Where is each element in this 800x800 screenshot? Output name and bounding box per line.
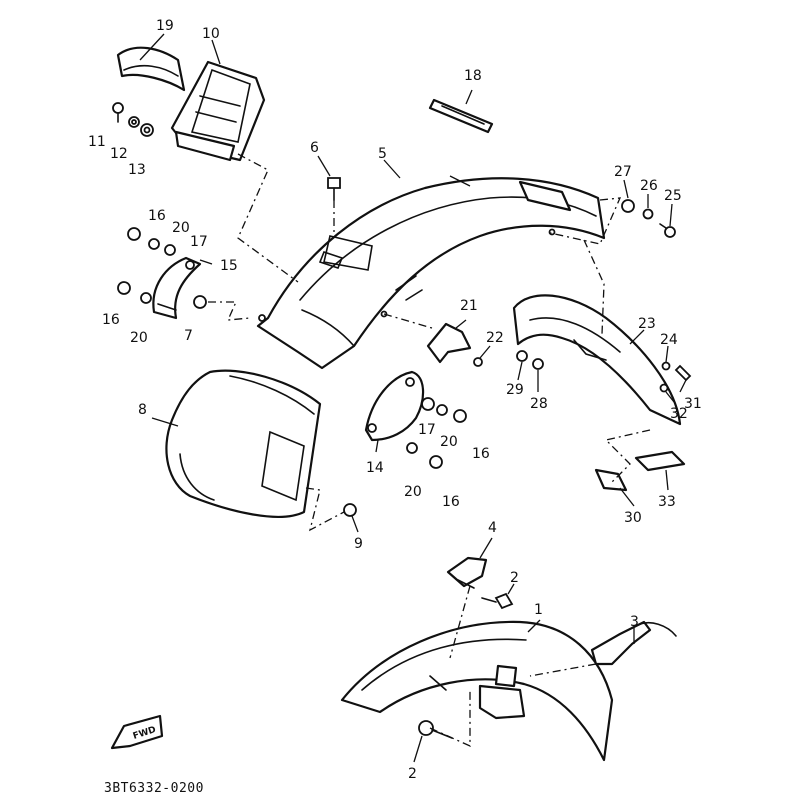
part-1-front-fender <box>340 620 614 762</box>
part-25-screw <box>659 223 676 238</box>
part-16-bolt-lower <box>429 455 443 469</box>
callout-18: 18 <box>464 68 482 84</box>
callout-11: 11 <box>88 134 106 150</box>
callout-5: 5 <box>378 146 387 162</box>
fwd-arrow-icon: FWD <box>110 714 164 750</box>
part-23-fender-stay <box>512 294 682 426</box>
callout-16-b: 16 <box>102 312 120 328</box>
callout-9: 9 <box>354 536 363 552</box>
callout-1: 1 <box>534 602 543 618</box>
callout-23: 23 <box>638 316 656 332</box>
callout-20-b: 20 <box>130 330 148 346</box>
callout-16-a: 16 <box>148 208 166 224</box>
part-2-bolt-upper <box>481 592 514 610</box>
part-6-bolt <box>327 177 341 201</box>
callout-16-c: 16 <box>472 446 490 462</box>
part-17-collar-upper <box>164 244 176 256</box>
part-21-bracket <box>426 322 472 364</box>
callout-12: 12 <box>110 146 128 162</box>
part-16-bolt-upper <box>127 227 141 241</box>
callout-15: 15 <box>220 258 238 274</box>
callout-3: 3 <box>630 614 639 630</box>
part-19-lens-cover <box>116 46 186 92</box>
callout-10: 10 <box>202 26 220 42</box>
part-3-fender-stay <box>590 620 677 666</box>
part-8-flap <box>165 369 322 518</box>
part-32-washer <box>659 383 669 393</box>
callout-29: 29 <box>506 382 524 398</box>
part-16-bolt-left <box>117 281 131 295</box>
callout-8: 8 <box>138 402 147 418</box>
part-24-nut <box>661 361 671 371</box>
part-14-cover <box>364 370 425 442</box>
part-12-washer <box>128 116 140 128</box>
callout-30: 30 <box>624 510 642 526</box>
callout-20-d: 20 <box>404 484 422 500</box>
part-31-bolt <box>674 364 692 382</box>
part-13-nut <box>140 123 154 137</box>
callout-20-a: 20 <box>172 220 190 236</box>
part-33-reflector <box>634 450 686 472</box>
callout-21: 21 <box>460 298 478 314</box>
callout-2-lower: 2 <box>408 766 417 782</box>
part-9-screw <box>343 503 357 517</box>
part-27-damper <box>621 199 635 213</box>
callout-26: 26 <box>640 178 658 194</box>
part-11-bolt <box>112 102 124 123</box>
callout-32: 32 <box>670 406 688 422</box>
part-7-screw <box>193 295 207 309</box>
callout-6: 6 <box>310 140 319 156</box>
part-20-washer-lower <box>406 442 418 454</box>
part-18-emblem <box>428 98 494 134</box>
callout-17-a: 17 <box>190 234 208 250</box>
callout-14: 14 <box>366 460 384 476</box>
part-5-rear-fender <box>256 177 606 370</box>
part-28-washer <box>532 358 544 370</box>
callout-20-c: 20 <box>440 434 458 450</box>
part-20-washer-upper <box>148 238 160 250</box>
callout-13: 13 <box>128 162 146 178</box>
callout-25: 25 <box>664 188 682 204</box>
part-15-bracket <box>152 256 202 320</box>
callout-31: 31 <box>684 396 702 412</box>
callout-33: 33 <box>658 494 676 510</box>
part-20-washer-middle <box>436 404 448 416</box>
part-17-collar-middle <box>421 397 435 411</box>
callout-27: 27 <box>614 164 632 180</box>
callout-24: 24 <box>660 332 678 348</box>
callout-17-b: 17 <box>418 422 436 438</box>
drawing-code: 3BT6332-0200 <box>104 781 204 796</box>
callout-16-d: 16 <box>442 494 460 510</box>
part-4-bracket <box>446 556 488 589</box>
part-20-washer-left <box>140 292 152 304</box>
callout-28: 28 <box>530 396 548 412</box>
part-16-bolt-middle <box>453 409 467 423</box>
part-10-tail-light <box>170 60 266 162</box>
part-22-bolt <box>473 357 483 367</box>
part-29-nut <box>516 350 528 362</box>
callout-4: 4 <box>488 520 497 536</box>
callout-7: 7 <box>184 328 193 344</box>
callout-22: 22 <box>486 330 504 346</box>
callout-19: 19 <box>156 18 174 34</box>
leader-lines <box>139 33 687 763</box>
part-26-collar <box>642 208 654 220</box>
callout-labels: 1 2 2 3 4 5 6 7 8 9 10 11 12 13 14 15 16… <box>88 18 702 782</box>
callout-2-upper: 2 <box>510 570 519 586</box>
assembly-lines <box>208 153 651 748</box>
